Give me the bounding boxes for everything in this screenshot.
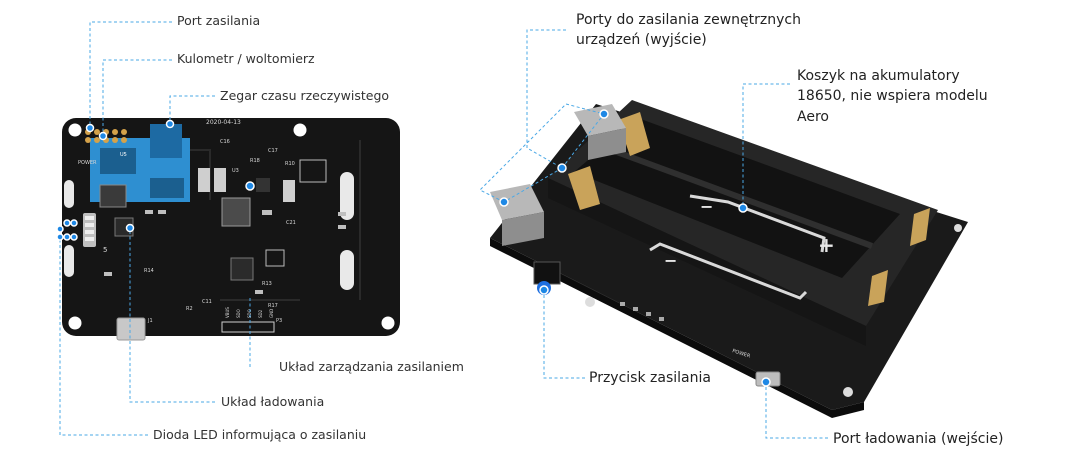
marker-led-1 (56, 225, 64, 233)
left-markers (56, 119, 255, 241)
micro-usb-port (116, 317, 146, 341)
marker-output-ports-2 (599, 109, 609, 119)
marker-output-ports-3 (499, 197, 509, 207)
silk-r10: R10 (285, 161, 295, 167)
silk-date: 2020-04-13 (206, 119, 241, 126)
blue-module (90, 124, 190, 202)
silk-power: POWER (78, 160, 97, 166)
right-battery-holder-board: − − + POWER (490, 100, 968, 418)
silk-u3: U3 (232, 168, 239, 174)
marker-power-mgmt (245, 181, 255, 191)
label-power-mgmt: Układ zarządzania zasilaniem (279, 359, 464, 374)
right-leader-lines (479, 29, 828, 439)
right-markers (499, 109, 771, 387)
marker-led-4 (56, 233, 64, 241)
silk-j1: J1 (147, 318, 153, 324)
marker-led-3 (70, 219, 78, 227)
silk-plus: + (818, 233, 835, 257)
label-charging: Układ ładowania (221, 394, 325, 409)
label-output-ports: Porty do zasilania zewnętrznych urządzeń… (576, 10, 801, 51)
left-pcb-board: 2020-04-13 POWER C16 C17 R18 R10 C21 R14… (62, 118, 400, 341)
label-holder-line1: Koszyk na akumulatory (797, 68, 960, 84)
label-power-led: Dioda LED informująca o zasilaniu (153, 427, 367, 442)
silk-r13: R13 (262, 281, 272, 287)
usb-a-ports (490, 104, 626, 246)
led-bar (83, 213, 96, 247)
marker-battery-holder (738, 203, 748, 213)
silk-minus-1: − (700, 197, 713, 216)
label-battery-holder: Koszyk na akumulatory 18650, nie wspiera… (797, 66, 988, 127)
marker-charging (125, 223, 135, 233)
silk-r17: R17 (268, 303, 278, 309)
silk-r18: R18 (250, 158, 260, 164)
silk-c21: C21 (286, 220, 296, 226)
marker-led-2 (63, 219, 71, 227)
silk-five: 5 (103, 246, 107, 254)
silk-sd2: SD2 (258, 309, 263, 318)
label-output-ports-line2: urządzeń (wyjście) (576, 32, 707, 49)
silk-u5: U5 (120, 152, 127, 158)
silk-r2: R2 (186, 306, 193, 312)
marker-power-button (539, 285, 549, 295)
label-power-port: Port zasilania (177, 13, 261, 28)
silk-minus-2: − (664, 251, 677, 270)
marker-led-5 (63, 233, 71, 241)
label-output-ports-line1: Porty do zasilania zewnętrznych (576, 12, 801, 28)
silk-r14: R14 (144, 268, 154, 274)
label-holder-line2: 18650, nie wspiera modelu (797, 88, 988, 105)
silk-c16: C16 (220, 139, 230, 145)
silk-power-right: POWER (731, 348, 751, 360)
marker-coulomb-meter (98, 131, 108, 141)
marker-charge-port (761, 377, 771, 387)
marker-power-port (85, 123, 95, 133)
silk-vbus: VBUS (225, 307, 230, 318)
silk-sdo: SDO (236, 309, 241, 318)
silk-p3: P3 (276, 318, 282, 324)
left-leader-lines (59, 21, 251, 436)
marker-rtc (165, 119, 175, 129)
label-rtc: Zegar czasu rzeczywistego (220, 88, 390, 103)
label-charge-port: Port ładowania (wejście) (833, 431, 1004, 447)
label-coulomb-meter: Kulometr / woltomierz (177, 51, 315, 66)
marker-output-ports-1 (557, 163, 567, 173)
silk-sdo-2: SDO (247, 309, 252, 318)
silk-c11: C11 (202, 299, 212, 305)
label-power-button: Przycisk zasilania (589, 370, 711, 386)
silk-gnd: GND (269, 309, 274, 318)
silk-c17: C17 (268, 148, 278, 154)
marker-led-6 (70, 233, 78, 241)
label-holder-line3: Aero (797, 108, 829, 125)
